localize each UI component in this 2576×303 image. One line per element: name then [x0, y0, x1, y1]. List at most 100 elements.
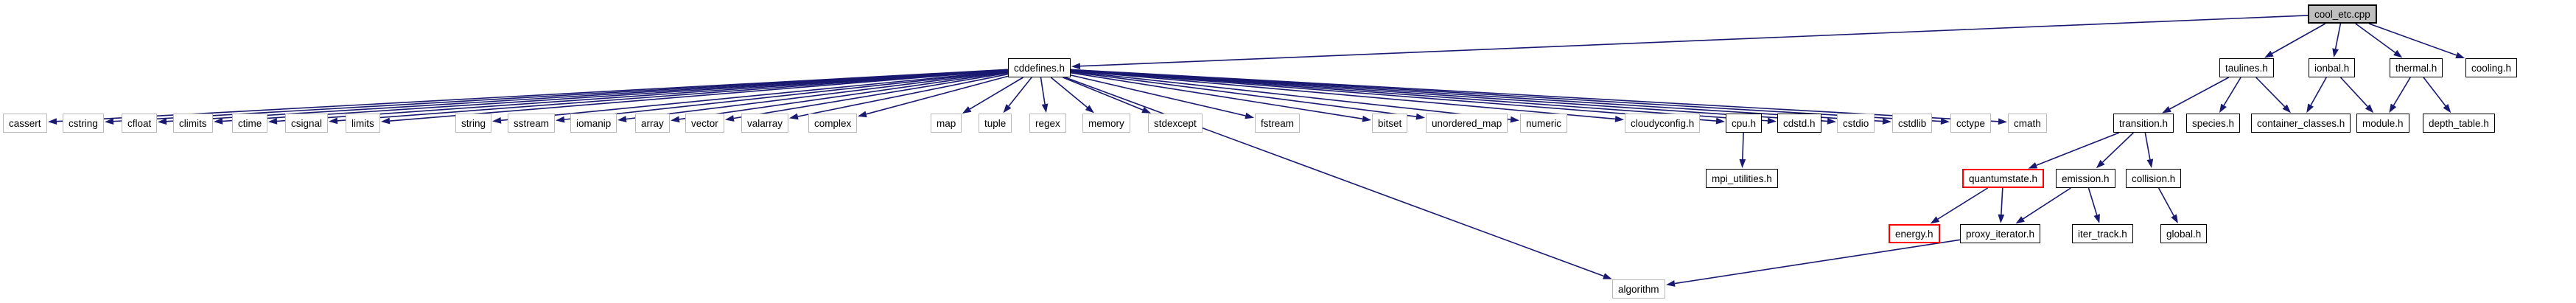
node-vector: vector — [685, 114, 724, 133]
node-cstdio: cstdio — [1837, 114, 1875, 133]
node-array: array — [635, 114, 670, 133]
edge-cddefines-h-to-tuple — [1003, 77, 1032, 114]
node-tuple: tuple — [979, 114, 1012, 133]
edge-cddefines-h-to-algorithm — [1065, 77, 1612, 279]
node-cdstd-h[interactable]: cdstd.h — [1777, 114, 1821, 133]
edge-ionbal-h-to-module-h — [2339, 77, 2374, 114]
edge-cddefines-h-to-map — [962, 77, 1023, 114]
edge-transition-h-to-emission-h — [2096, 132, 2134, 169]
edge-taulines-h-to-container-classes-h — [2255, 77, 2292, 114]
node-module-h[interactable]: module.h — [2356, 114, 2409, 133]
node-sstream: sstream — [508, 114, 556, 133]
node-unordered-map: unordered_map — [1426, 114, 1508, 133]
node-energy-h[interactable]: energy.h — [1889, 224, 1940, 243]
node-ionbal-h[interactable]: ionbal.h — [2309, 58, 2356, 77]
node-memory: memory — [1082, 114, 1130, 133]
node-stdexcept: stdexcept — [1148, 114, 1203, 133]
edge-transition-h-to-collision-h — [2144, 132, 2154, 169]
node-cstring: cstring — [63, 114, 104, 133]
node-csignal: csignal — [285, 114, 329, 133]
node-numeric: numeric — [1520, 114, 1568, 133]
node-species-h[interactable]: species.h — [2186, 114, 2241, 133]
edge-cddefines-h-to-array — [670, 72, 1009, 123]
edge-cddefines-h-to-cassert — [47, 69, 1009, 125]
edge-quantumstate-h-to-energy-h — [1930, 187, 1989, 224]
node-proxy-iterator-h[interactable]: proxy_iterator.h — [1960, 224, 2041, 243]
edge-cool-etc-cpp-to-thermal-h — [2355, 23, 2403, 58]
edge-cddefines-h-to-climits — [213, 69, 1009, 125]
edge-cddefines-h-to-cmath — [1070, 69, 2008, 125]
edge-cddefines-h-to-cstdlib — [1070, 69, 1892, 125]
edge-cddefines-h-to-cctype — [1070, 69, 1950, 125]
edge-cddefines-h-to-iomanip — [617, 71, 1009, 122]
node-container-classes-h[interactable]: container_classes.h — [2251, 114, 2351, 133]
node-string: string — [455, 114, 492, 133]
edge-thermal-h-to-module-h — [2389, 77, 2411, 114]
edge-cddefines-h-to-cloudyconfig-h — [1070, 69, 1625, 122]
edge-cddefines-h-to-csignal — [328, 69, 1009, 125]
edge-cddefines-h-to-stdexcept — [1063, 77, 1152, 114]
node-cctype: cctype — [1950, 114, 1992, 133]
edge-emission-h-to-iter-track-h — [2087, 187, 2100, 224]
edge-cddefines-h-to-cpu-h — [1070, 69, 1726, 125]
edge-cddefines-h-to-cdstd-h — [1070, 69, 1777, 125]
node-cmath: cmath — [2008, 114, 2047, 133]
node-ctime: ctime — [232, 114, 268, 133]
edge-cddefines-h-to-vector — [724, 72, 1009, 122]
edge-cddefines-h-to-unordered-map — [1070, 71, 1426, 120]
node-cddefines-h[interactable]: cddefines.h — [1008, 58, 1071, 77]
edge-proxy-iterator-h-to-algorithm — [1665, 239, 1961, 287]
edge-cddefines-h-to-memory — [1050, 77, 1094, 114]
edge-cddefines-h-to-cstring — [104, 69, 1009, 125]
node-regex: regex — [1029, 114, 1066, 133]
edge-cddefines-h-to-string — [491, 70, 1009, 124]
node-fstream: fstream — [1255, 114, 1301, 133]
edge-cddefines-h-to-sstream — [555, 70, 1009, 123]
node-climits: climits — [173, 114, 213, 133]
edge-cddefines-h-to-numeric — [1070, 70, 1520, 123]
node-cfloat: cfloat — [122, 114, 158, 133]
node-iomanip: iomanip — [570, 114, 617, 133]
node-cpu-h[interactable]: cpu.h — [1726, 114, 1763, 133]
node-valarray: valarray — [741, 114, 789, 133]
edge-cddefines-h-to-complex — [857, 75, 1009, 118]
edge-collision-h-to-global-h — [2157, 187, 2178, 224]
node-emission-h[interactable]: emission.h — [2056, 169, 2115, 188]
edge-ionbal-h-to-container-classes-h — [2306, 77, 2327, 114]
edge-taulines-h-to-transition-h — [2162, 77, 2230, 114]
edge-taulines-h-to-species-h — [2219, 77, 2241, 114]
edge-cddefines-h-to-cfloat — [157, 69, 1009, 125]
node-iter-track-h[interactable]: iter_track.h — [2072, 224, 2133, 243]
node-cloudyconfig-h: cloudyconfig.h — [1625, 114, 1701, 133]
node-map: map — [931, 114, 962, 133]
edge-cddefines-h-to-bitset — [1070, 72, 1372, 122]
edge-cddefines-h-to-ctime — [267, 69, 1009, 125]
edge-cool-etc-cpp-to-cddefines-h — [1071, 15, 2309, 70]
edge-cool-etc-cpp-to-taulines-h — [2264, 23, 2326, 58]
edge-quantumstate-h-to-proxy-iterator-h — [1998, 187, 2005, 224]
edge-cddefines-h-to-fstream — [1070, 74, 1255, 119]
edge-cool-etc-cpp-to-cooling-h — [2368, 23, 2465, 59]
node-bitset: bitset — [1372, 114, 1408, 133]
edge-transition-h-to-quantumstate-h — [2028, 132, 2120, 169]
node-mpi-utilities-h[interactable]: mpi_utilities.h — [1706, 169, 1778, 188]
node-cool-etc-cpp: cool_etc.cpp — [2308, 4, 2377, 24]
node-collision-h[interactable]: collision.h — [2126, 169, 2182, 188]
edge-cddefines-h-to-regex — [1040, 77, 1049, 114]
node-complex: complex — [808, 114, 858, 133]
node-limits: limits — [346, 114, 380, 133]
node-quantumstate-h[interactable]: quantumstate.h — [1962, 169, 2045, 188]
node-taulines-h[interactable]: taulines.h — [2219, 58, 2274, 77]
node-thermal-h[interactable]: thermal.h — [2390, 58, 2443, 77]
node-cooling-h[interactable]: cooling.h — [2465, 58, 2518, 77]
edge-cddefines-h-to-limits — [380, 69, 1009, 125]
edge-cpu-h-to-mpi-utilities-h — [1739, 132, 1746, 169]
edge-cool-etc-cpp-to-ionbal-h — [2332, 23, 2342, 58]
node-algorithm: algorithm — [1612, 279, 1665, 299]
node-depth-table-h[interactable]: depth_table.h — [2423, 114, 2495, 133]
edge-cddefines-h-to-cstdio — [1070, 69, 1837, 125]
node-transition-h[interactable]: transition.h — [2113, 114, 2174, 133]
node-global-h[interactable]: global.h — [2160, 224, 2208, 243]
